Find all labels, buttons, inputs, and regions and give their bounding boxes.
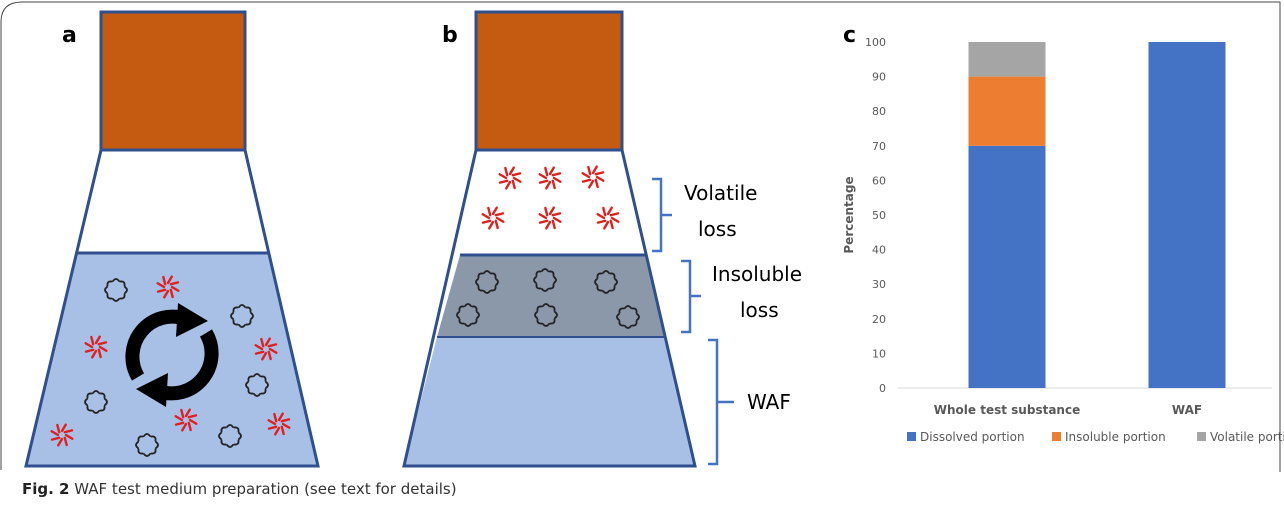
volatile-molecule-icon [538, 166, 562, 190]
insoluble-molecule-icon [475, 270, 499, 294]
bracket-insoluble [681, 259, 701, 334]
volatile-molecule-icon [254, 337, 278, 361]
y-tick-label: 70 [872, 140, 886, 153]
figure-caption: Fig. 2 WAF test medium preparation (see … [22, 480, 457, 498]
panel-c-letter: c [843, 23, 856, 48]
insoluble-molecule-icon [218, 424, 242, 448]
y-tick-label: 40 [872, 244, 886, 257]
volatile-molecule-icon [498, 166, 522, 190]
flask-b-insoluble-band [437, 255, 664, 337]
insoluble-molecule-icon [245, 373, 269, 397]
mixing-arrows-icon [125, 303, 219, 407]
insoluble-molecule-icon [230, 304, 254, 328]
flask-b-liquid [404, 337, 695, 466]
label-waf: WAF [747, 390, 791, 414]
insoluble-molecule-icon [534, 303, 558, 327]
bar-segment [1148, 42, 1226, 388]
y-tick-label: 100 [865, 36, 886, 49]
insoluble-molecule-icon [456, 303, 480, 327]
panel-b-letter: b [442, 23, 458, 48]
y-tick-label: 20 [872, 313, 886, 326]
volatile-molecule-icon [156, 275, 180, 299]
panel-b: b Volatile loss Insoluble loss WAF [402, 10, 802, 468]
insoluble-molecule-icon [594, 270, 618, 294]
legend-label: Dissolved portion [920, 430, 1025, 444]
label-volatile-line1: Volatile [684, 181, 757, 205]
y-tick-label: 60 [872, 174, 886, 187]
bracket-waf [708, 338, 734, 466]
volatile-molecule-icon [596, 206, 620, 230]
flask-a-stopper [99, 10, 247, 152]
caption-label: Fig. 2 [22, 480, 70, 498]
x-tick-label: WAF [1172, 403, 1202, 417]
label-volatile-line2: loss [698, 217, 737, 241]
label-insoluble-line1: Insoluble [712, 262, 802, 286]
y-tick-label: 30 [872, 278, 886, 291]
label-insoluble-line2: loss [740, 298, 779, 322]
flask-b-stopper [474, 10, 624, 152]
legend-swatch [1052, 432, 1061, 441]
legend-label: Insoluble portion [1065, 430, 1166, 444]
y-tick-label: 80 [872, 105, 886, 118]
insoluble-molecule-icon [104, 278, 128, 302]
volatile-molecule-icon [174, 408, 198, 432]
bar-segment [968, 145, 1046, 388]
y-tick-label: 0 [879, 382, 886, 395]
legend-swatch [1197, 432, 1206, 441]
panel-c: c 0 10 20 30 40 50 60 70 80 90 100PercentageWhole … [842, 23, 1284, 444]
x-tick-label: Whole test substance [934, 403, 1080, 417]
volatile-molecule-icon [481, 206, 505, 230]
volatile-molecule-icon [267, 412, 291, 436]
legend-swatch [907, 432, 916, 441]
volatile-molecule-icon [50, 423, 74, 447]
bar-segment [968, 76, 1046, 146]
volatile-molecule-icon [538, 206, 562, 230]
figure-frame [0, 1, 1281, 472]
insoluble-molecule-icon [616, 305, 640, 329]
y-tick-label: 50 [872, 209, 886, 222]
caption-text: WAF test medium preparation (see text fo… [74, 480, 457, 498]
y-tick-label: 90 [872, 71, 886, 84]
bar-segment [968, 42, 1046, 77]
y-tick-label: 10 [872, 347, 886, 360]
insoluble-molecule-icon [533, 268, 557, 292]
volatile-molecule-icon [581, 165, 605, 189]
volatile-molecule-icon [84, 335, 108, 359]
panel-a-letter: a [62, 23, 77, 48]
panel-a: a [24, 10, 320, 468]
y-axis-label: Percentage [842, 176, 856, 253]
insoluble-molecule-icon [135, 433, 159, 457]
insoluble-molecule-icon [84, 390, 108, 414]
legend-label: Volatile portion [1210, 430, 1284, 444]
bracket-volatile [652, 177, 672, 253]
